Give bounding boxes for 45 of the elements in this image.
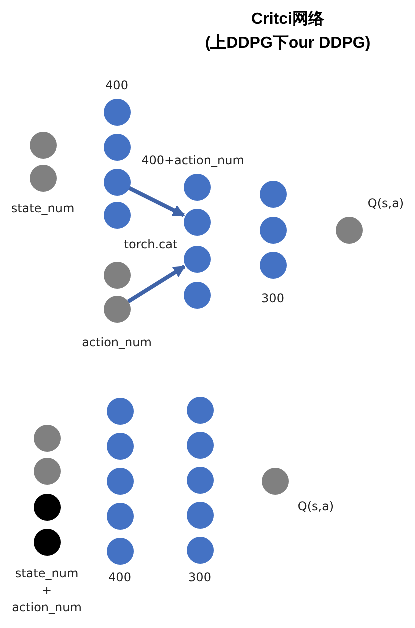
neuron-circle [104, 168, 130, 196]
neuron-circle [106, 432, 134, 460]
neuron-circle [186, 502, 214, 528]
neuron-circle [184, 282, 210, 308]
neuron-circle [34, 494, 60, 520]
neuron-circle [184, 208, 210, 236]
operation-label: torch.cat [124, 236, 178, 254]
neuron-circle [186, 396, 214, 424]
neuron-circle [106, 398, 134, 424]
output-label: Q(s,a) [298, 498, 334, 516]
arrow [128, 186, 186, 218]
neuron-circle [106, 502, 134, 530]
neuron-circle [104, 202, 130, 228]
neuron-circle [184, 246, 210, 272]
neuron-circle [104, 98, 130, 126]
layer-size-label: 400 [108, 570, 132, 586]
neuron-circle [260, 216, 286, 244]
layer-size-label: state_num [11, 200, 75, 218]
neuron-circle [34, 528, 60, 556]
neuron-circle [186, 466, 214, 494]
neuron-circle [186, 536, 214, 564]
neuron-circle [260, 180, 286, 208]
layer-size-label: action_num [82, 334, 152, 352]
layer-size-label: 300 [262, 290, 284, 308]
neuron-circle [260, 252, 286, 278]
neuron-circle [104, 134, 130, 160]
neuron-circle [336, 216, 362, 244]
layer-size-label: 300 [188, 570, 212, 586]
neuron-circle [184, 174, 210, 200]
neuron-circle [186, 432, 214, 458]
neuron-circle [30, 132, 56, 158]
layer-size-label: state_num + action_num [12, 566, 82, 616]
layer-size-label: 400 [106, 78, 128, 94]
neuron-circle [34, 458, 60, 484]
title: Critci网络 (上DDPG下our DDPG) [204, 10, 372, 54]
neuron-circle [30, 164, 56, 192]
neuron-circle [34, 424, 60, 452]
neuron-circle [262, 468, 288, 494]
neuron-circle [104, 296, 130, 322]
neuron-circle [104, 262, 130, 288]
neuron-circle [106, 468, 134, 494]
arrow [127, 264, 186, 304]
layer-size-label: 400+action_num [142, 152, 244, 170]
output-label: Q(s,a) [368, 196, 404, 212]
neuron-circle [106, 538, 134, 564]
